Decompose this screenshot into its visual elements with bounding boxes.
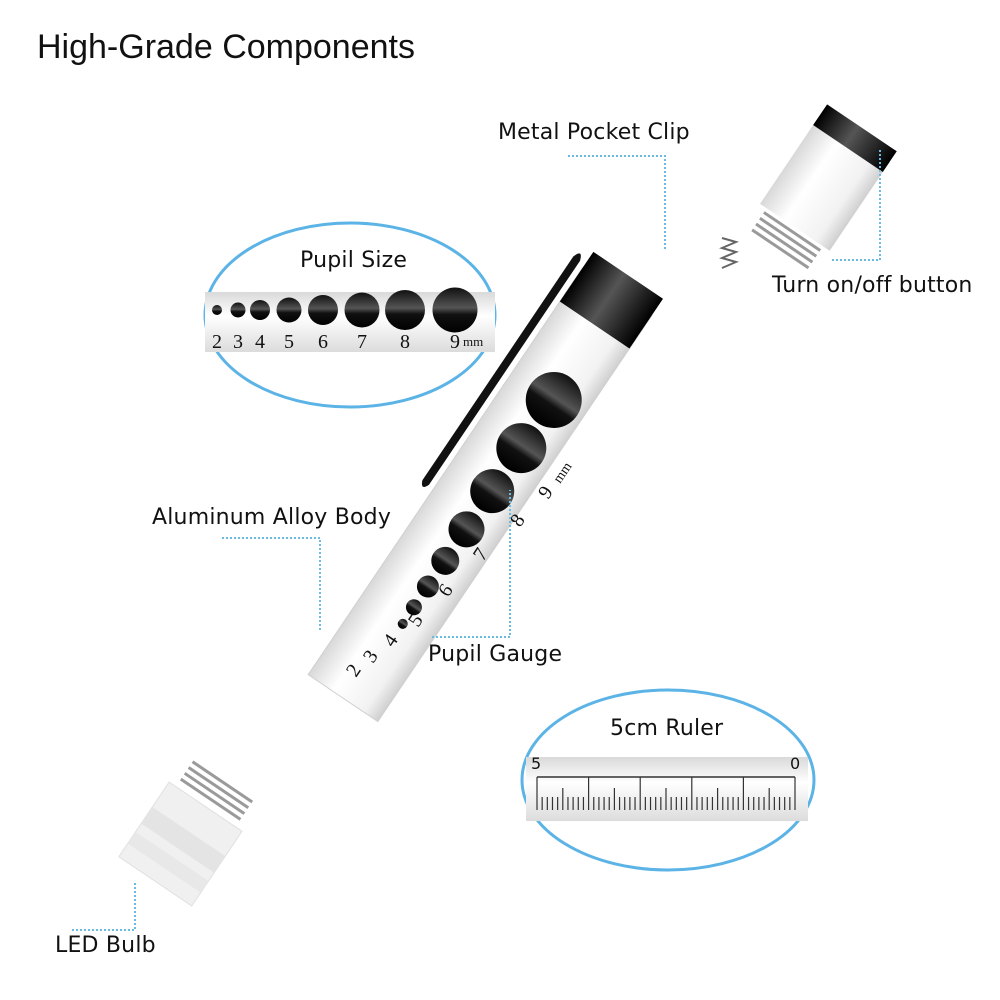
pupil-dot <box>432 287 478 333</box>
body-gauge-dots <box>397 371 582 629</box>
tail-cap <box>751 104 897 270</box>
black-top-cap <box>559 251 664 349</box>
pupil-dot <box>276 297 302 323</box>
pen-body <box>307 251 664 723</box>
label-pupil-gauge: Pupil Gauge <box>428 642 563 667</box>
pupil-num: 8 <box>400 331 410 353</box>
leader-clip <box>568 155 666 250</box>
page-title: High-Grade Components <box>37 28 415 66</box>
ruler-left-mark: 5 <box>531 754 542 773</box>
pupil-dot <box>212 305 222 315</box>
ruler-right-mark: 0 <box>790 754 801 773</box>
pupil-dot <box>308 295 338 325</box>
pupil-unit: mm <box>463 334 483 349</box>
ruler-callout <box>520 688 816 872</box>
ruler-title: 5cm Ruler <box>610 716 724 741</box>
pupil-dot <box>250 300 270 320</box>
label-turn-on-off-button: Turn on/off button <box>772 273 973 298</box>
label-led-bulb: LED Bulb <box>55 933 156 958</box>
pupil-dots <box>212 287 478 333</box>
pupil-size-callout <box>203 221 497 409</box>
gauge-num: 9 <box>534 482 558 503</box>
led-head <box>118 760 254 907</box>
leader-gauge <box>432 490 511 638</box>
pupil-dot <box>344 292 380 328</box>
pupil-num: 4 <box>255 331 265 353</box>
pupil-num: 6 <box>318 331 328 353</box>
pupil-dot <box>385 290 425 330</box>
pupil-num: 5 <box>284 331 294 353</box>
pupil-size-title: Pupil Size <box>300 248 408 273</box>
pocket-clip <box>421 253 581 487</box>
gauge-unit: mm <box>551 460 576 487</box>
pupil-num: 2 <box>212 331 222 353</box>
on-off-button <box>813 104 897 173</box>
label-metal-pocket-clip: Metal Pocket Clip <box>498 120 690 145</box>
leader-button <box>830 150 881 261</box>
pupil-num: 3 <box>233 331 243 353</box>
spring <box>719 237 739 269</box>
pupil-num: 7 <box>357 331 367 353</box>
ruler-ticks <box>536 777 796 810</box>
pupil-num: 9 <box>450 331 460 353</box>
leader-led <box>72 882 136 931</box>
pupil-dot <box>230 302 246 318</box>
label-aluminum-alloy-body: Aluminum Alloy Body <box>152 505 392 530</box>
leader-body <box>222 537 321 632</box>
leader-lines <box>72 150 881 931</box>
